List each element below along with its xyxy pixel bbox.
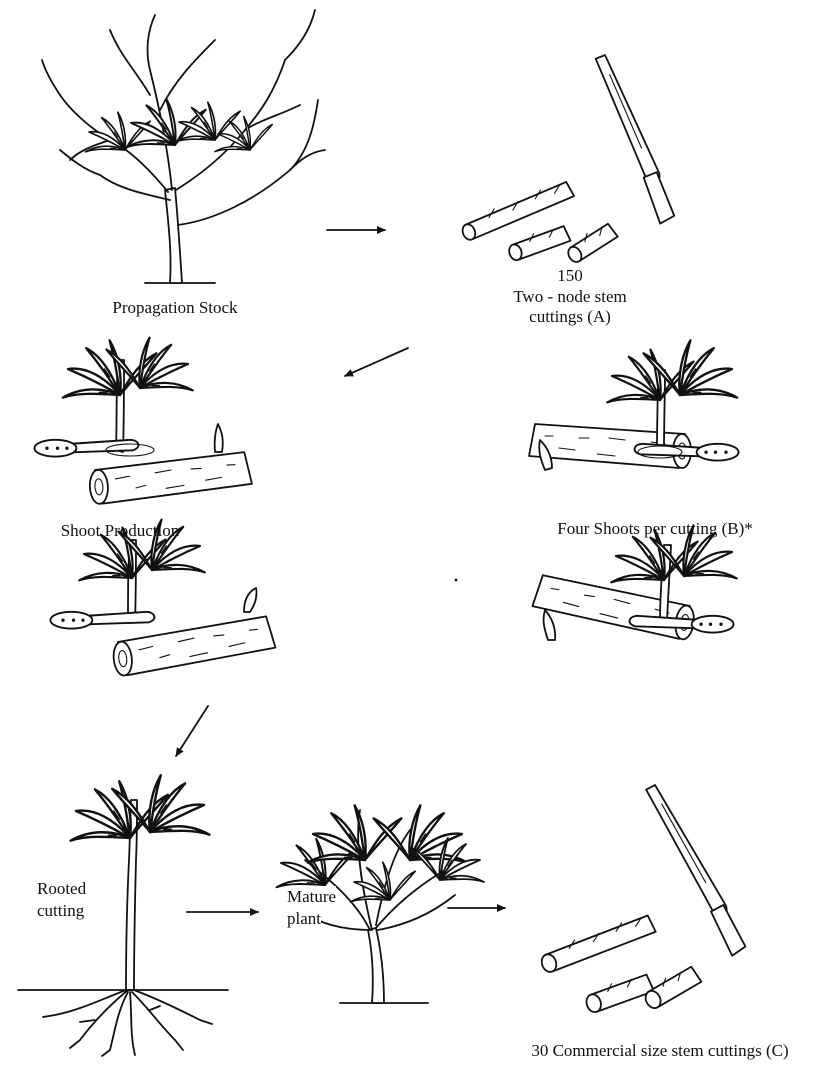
label-two-node-line1: Two - node stem: [470, 286, 670, 307]
label-four-shoots: Four Shoots per cutting (B)*: [515, 518, 795, 539]
sprouting-cutting-shoot-production: [34, 338, 252, 505]
arrow-icon: [345, 348, 408, 376]
label-propagation-stock: Propagation Stock: [70, 297, 280, 318]
stem-cuttings-group-a: [459, 53, 677, 265]
propagation-stock-plant: [42, 10, 325, 283]
label-commercial: 30 Commercial size stem cuttings (C): [495, 1040, 825, 1061]
label-rooted-line2: cutting: [37, 900, 84, 921]
sprouting-cutting-right-2: [531, 526, 737, 641]
sprouting-cutting-left-2: [50, 520, 276, 677]
stem-cuttings-group-c: [538, 782, 748, 1014]
machete-icon: [644, 782, 748, 956]
label-two-node-line2: cuttings (A): [470, 306, 670, 327]
label-rooted-line1: Rooted: [37, 878, 86, 899]
label-mature-line2: plant: [287, 908, 321, 929]
label-shoot-production: Shoot Production: [30, 520, 210, 541]
arrow-icon: [176, 706, 208, 756]
sprouting-cutting-four-shoots: [529, 340, 739, 470]
label-mature-line1: Mature: [287, 886, 336, 907]
label-stem-count: 150: [520, 265, 620, 286]
machete-icon: [594, 53, 677, 224]
